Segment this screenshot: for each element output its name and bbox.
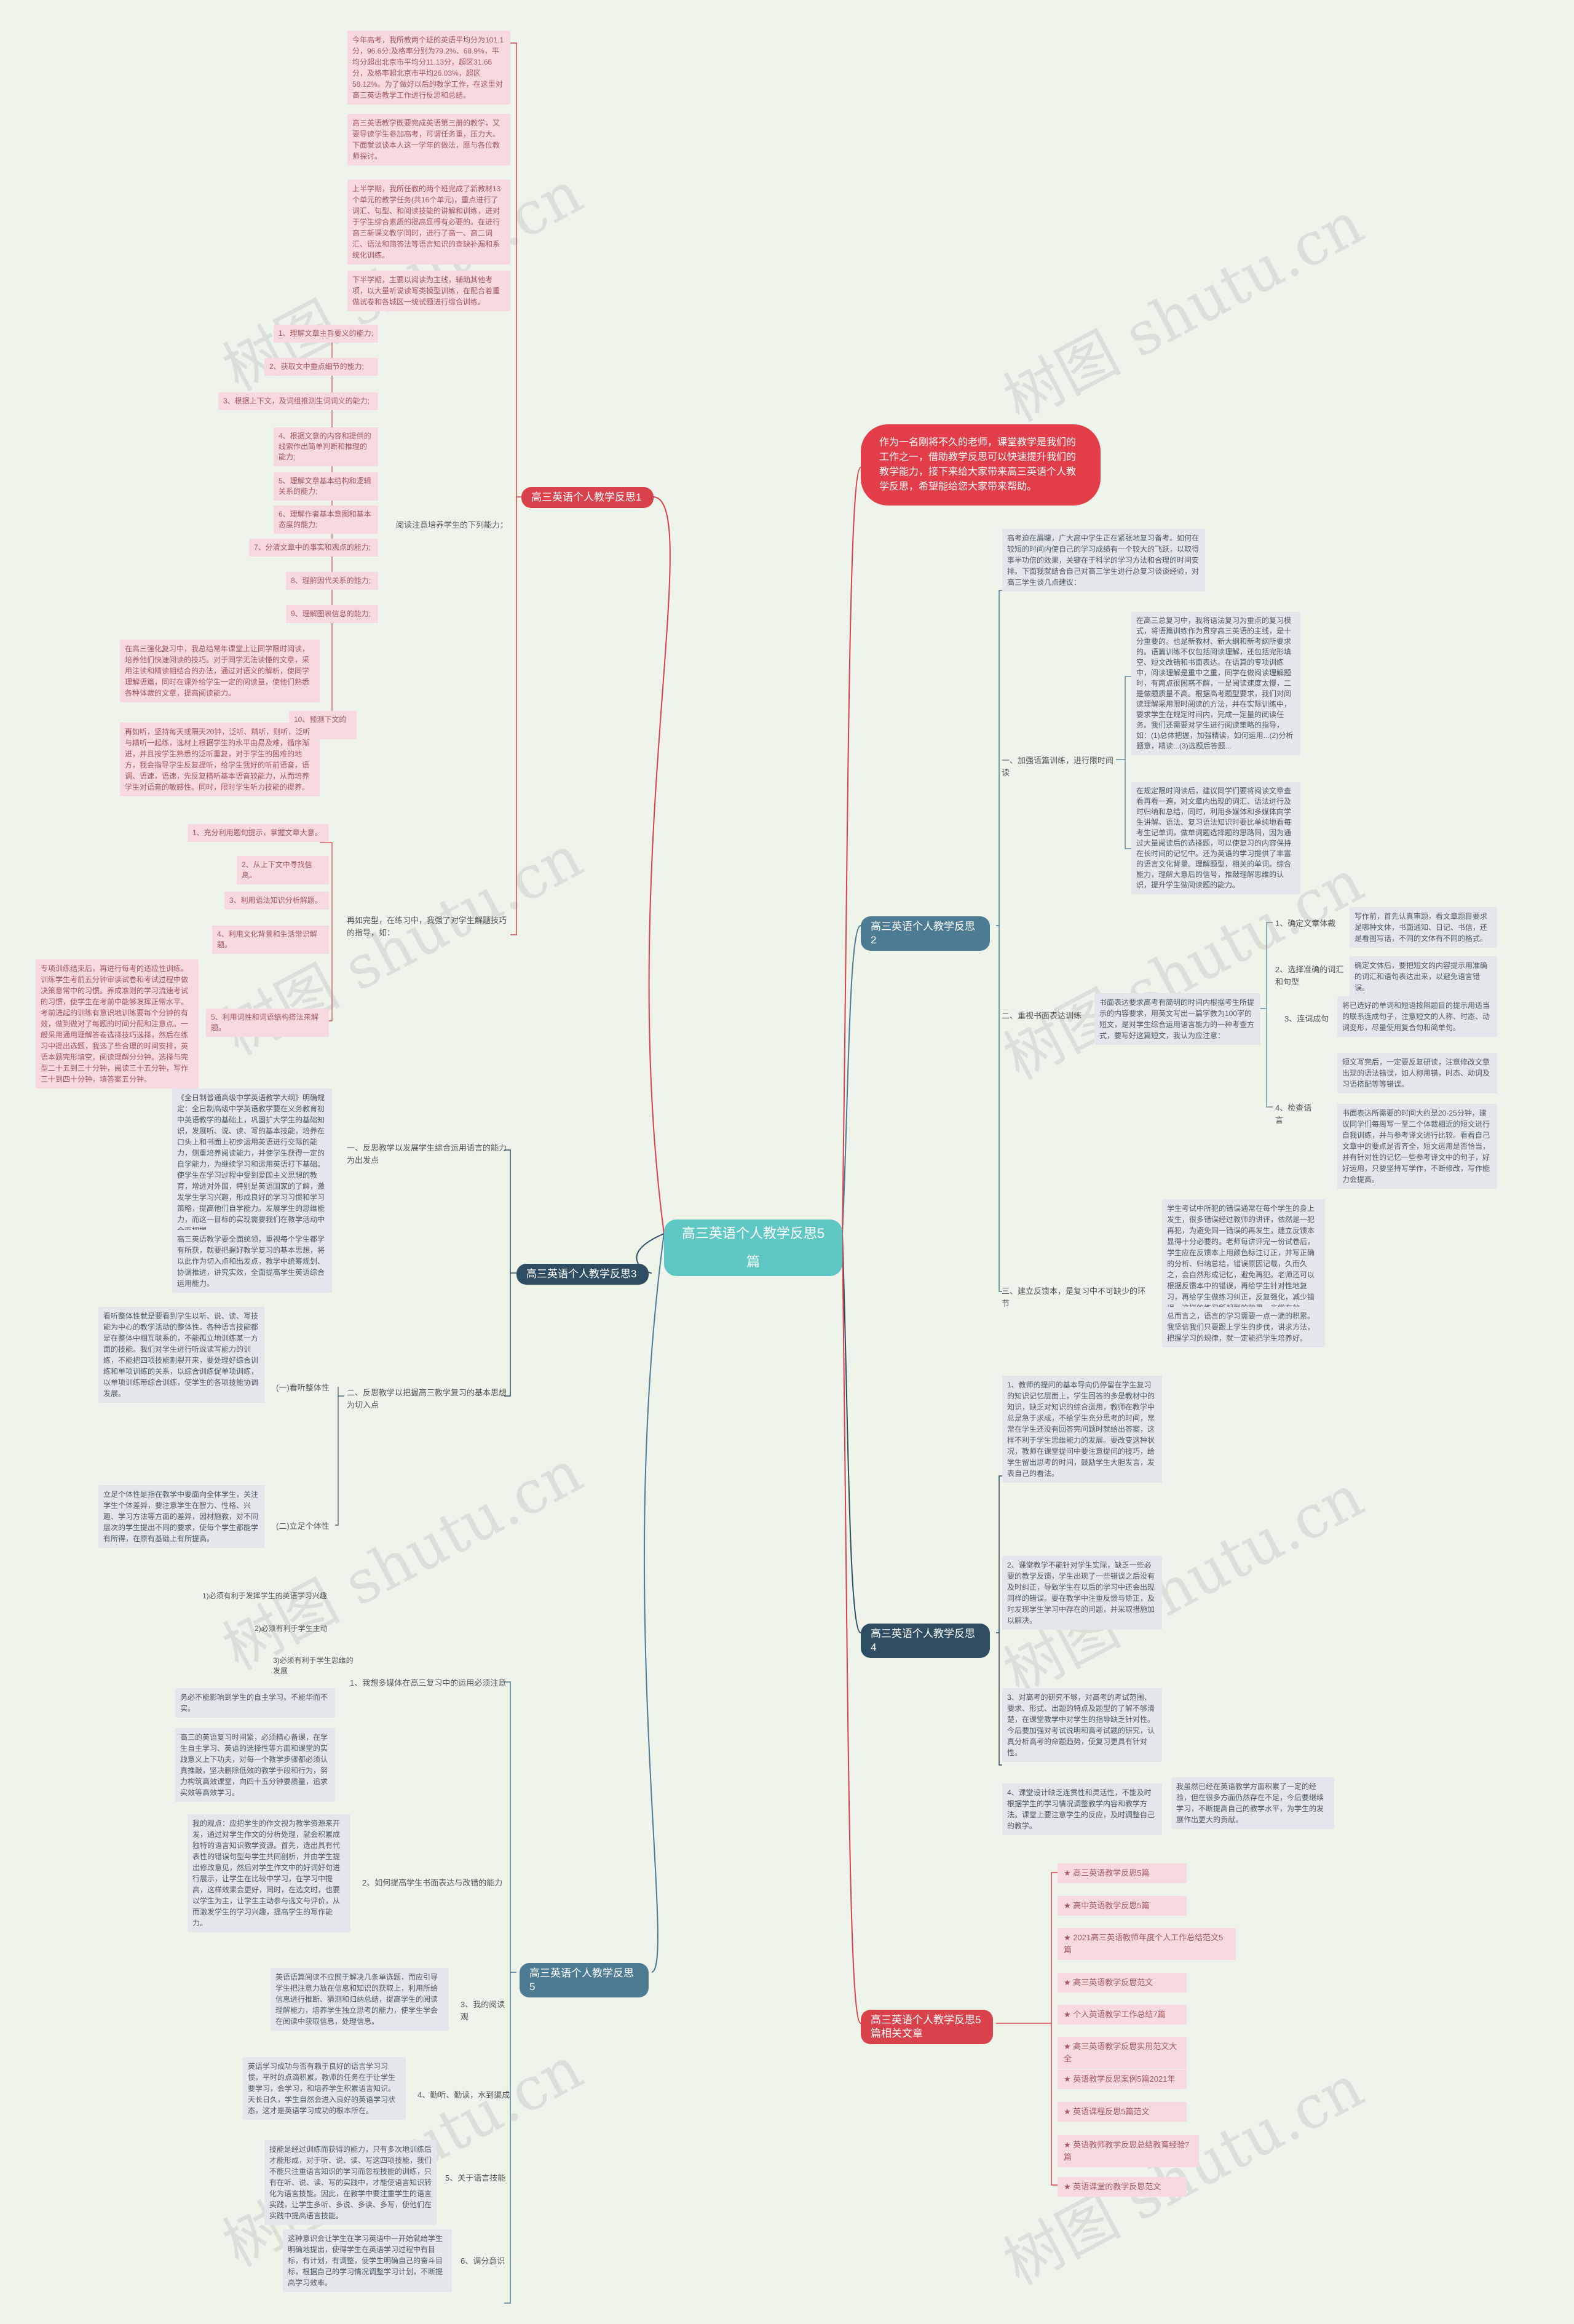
multimedia-rule-item[interactable]: 1)必须有利于发挥学生的英语学习兴趣 bbox=[202, 1592, 327, 1600]
branch5-section-5[interactable]: 5、关于语言技能 bbox=[445, 2173, 506, 2183]
branch4-paragraph: 我虽然已经在英语教学方面积累了一定的经验，但在很多方面仍然存在不足，今后要继续学… bbox=[1171, 1777, 1334, 1829]
reading-ability-item[interactable]: 8、理解因代关系的能力; bbox=[286, 572, 378, 590]
writing-step-item[interactable]: 1、确定文章体裁 bbox=[1275, 919, 1336, 928]
branch5-paragraph: 英语语篇阅读不应囿于解决几条单选题，而应引导学生把注意力放在信息和知识的获取上，… bbox=[271, 1968, 449, 2031]
writing-step-detail: 书面表达所需要的时间大约是20-25分钟，建议同学们每周写一至二个体裁相近的短文… bbox=[1337, 1104, 1497, 1189]
branch-3-title[interactable]: 高三英语个人教学反思3 bbox=[516, 1264, 649, 1285]
cloze-tip-item[interactable]: 4、利用文化背景和生活常识解题。 bbox=[212, 926, 329, 954]
branch-1-title[interactable]: 高三英语个人教学反思1 bbox=[521, 487, 654, 508]
branch5-paragraph: 技能是经过训练而获得的能力，只有多次地训练后才能形成，对于听、说、读、写这四项技… bbox=[264, 2140, 437, 2225]
reading-ability-item[interactable]: 1、理解文章主旨要义的能力; bbox=[274, 325, 378, 343]
branch4-paragraph: 2、课堂教学不能针对学生实际，缺乏一些必要的教学反馈，学生出现了一些错误之后没有… bbox=[1002, 1556, 1162, 1630]
branch-4-title[interactable]: 高三英语个人教学反思4 bbox=[861, 1624, 990, 1658]
related-article-link[interactable]: ★ 英语课程反思5篇范文 bbox=[1058, 2102, 1187, 2122]
writing-step-detail: 将已选好的单词和短语按照题目的提示用适当的联系连成句子，注意短文的人称、时态、动… bbox=[1337, 996, 1497, 1037]
branch2-paragraph: 在规定限时阅读后，建议同学们要将阅读文章查看再看一遍，对文章内出现的词汇、语法进… bbox=[1131, 782, 1300, 894]
branch1-paragraph: 上半学期，我所任教的两个班完成了新教材13个单元的教学任务(共16个单元)，重点… bbox=[347, 180, 510, 264]
branch2-section-2[interactable]: 二、重视书面表达训练 bbox=[1002, 1011, 1082, 1020]
branch4-paragraph: 4、课堂设计缺乏连贯性和灵活性，不能及时根据学生的学习情况调整教学内容和教学方法… bbox=[1002, 1783, 1162, 1835]
center-topic[interactable]: 高三英语个人教学反思5篇 bbox=[664, 1220, 842, 1276]
reading-ability-item[interactable]: 6、理解作者基本意图和基本态度的能力; bbox=[274, 506, 378, 534]
branch2-paragraph: 书面表达要求高考有简明的时间内根据考生所提示的内容要求，用英文写出一篇字数为10… bbox=[1094, 993, 1260, 1045]
cloze-tips-heading[interactable]: 再如完型，在练习中，我强了对学生解题技巧的指导，如： bbox=[347, 916, 507, 937]
branch3-section-2[interactable]: 二、反思教学以把握高三教学复习的基本思想为切入点 bbox=[347, 1388, 507, 1410]
branch1-paragraph: 下半学期，主要以阅读为主线，辅助其他考项，以大量听说读写类模型训练，在配合着重做… bbox=[347, 271, 510, 311]
related-article-link[interactable]: ★ 英语教学反思案例5篇2021年 bbox=[1058, 2069, 1187, 2089]
branch5-section-4[interactable]: 4、勤听、勤读，水到渠成 bbox=[417, 2090, 510, 2100]
branch5-section-3[interactable]: 3、我的阅读观 bbox=[461, 2000, 505, 2021]
related-article-link[interactable]: ★ 高三英语教学反思范文 bbox=[1058, 1973, 1187, 1993]
branch3-paragraph: 《全日制普通高级中学英语教学大纲》明确规定：全日制高级中学英语教学要在义务教育初… bbox=[172, 1089, 332, 1240]
multimedia-rule-item[interactable]: 2)必须有利于学生主动 bbox=[255, 1624, 328, 1633]
branch-2-title[interactable]: 高三英语个人教学反思2 bbox=[861, 916, 990, 951]
writing-step-detail: 写作前，首先认真审题，看文章题目要求是哪种文体，书面通知、日记、书信，还是看图写… bbox=[1350, 907, 1497, 948]
related-article-link[interactable]: ★ 高三英语教学反思5篇 bbox=[1058, 1863, 1187, 1883]
branch1-paragraph: 今年高考，我所教两个班的英语平均分为101.1分，96.6分;及格率分别为79.… bbox=[347, 31, 510, 105]
branch1-paragraph: 再如听，坚持每天或隔天20钟，泛听、精听，则听，泛听与精听一起练，选材上根据学生… bbox=[120, 723, 320, 796]
branch5-paragraph: 我的观点：应把学生的作文视为教学资源来开发，通过对学生作文的分析处理，就会积累成… bbox=[188, 1814, 350, 1932]
branch5-section-6[interactable]: 6、调分意识 bbox=[461, 2256, 505, 2266]
related-article-link[interactable]: ★ 英语教师教学反思总结教育经验7篇 bbox=[1058, 2135, 1199, 2167]
branch2-paragraph: 总而言之，语言的学习需要一点一滴的积累。我坚信我们只要跟上学生的步伐，讲求方法，… bbox=[1162, 1307, 1325, 1347]
branch1-paragraph: 专项训练结束后，再进行每考的适应性训练。训练学生考前五分钟审读试卷和考试过程中做… bbox=[36, 959, 199, 1089]
multimedia-rule-item[interactable]: 3)必须有利于学生思维的发展 bbox=[273, 1656, 354, 1675]
related-article-link[interactable]: ★ 高中英语教学反思5篇 bbox=[1058, 1896, 1187, 1916]
branch5-section-1[interactable]: 1、我想多媒体在高三复习中的运用必须注意 bbox=[350, 1678, 507, 1687]
branch3-paragraph: 看听整体性就是要看到学生以听、说、读、写技能为中心的教学活动的整体性。各种语言技… bbox=[98, 1307, 264, 1403]
branch3-sub-2[interactable]: (二)立足个体性 bbox=[276, 1521, 330, 1531]
branch3-sub-1[interactable]: (一)看听整体性 bbox=[276, 1383, 330, 1392]
reading-ability-item[interactable]: 9、理解图表信息的能力; bbox=[286, 605, 378, 623]
cloze-tip-item[interactable]: 3、利用语法知识分析解题。 bbox=[224, 892, 329, 910]
writing-step-detail: 确定文体后，要把短文的内容提示用准确的词汇和语句表达出来，以避免语言错误。 bbox=[1350, 956, 1497, 997]
intro-bubble[interactable]: 作为一名刚将不久的老师，课堂教学是我们的工作之一，借助教学反思可以快速提升我们的… bbox=[861, 424, 1101, 506]
related-article-link[interactable]: ★ 高三英语教学反思实用范文大全 bbox=[1058, 2037, 1187, 2069]
related-article-link[interactable]: ★ 个人英语教学工作总结7篇 bbox=[1058, 2005, 1187, 2025]
related-articles-title[interactable]: 高三英语个人教学反思5篇相关文章 bbox=[861, 2010, 993, 2044]
branch2-paragraph: 学生考试中所犯的错误通常在每个学生的身上发生，很多错误经过教师的讲评，依然是一犯… bbox=[1162, 1199, 1325, 1317]
branch2-paragraph: 在高三总复习中，我将语法复习为重点的复习模式，将语篇训练作为贯穿高三英语的主线，… bbox=[1131, 612, 1300, 755]
branch3-paragraph: 立足个体性是指在教学中要面向全体学生，关注学生个体差异，要注意学生在智力、性格、… bbox=[98, 1485, 264, 1548]
branch2-section-1[interactable]: 一、加强语篇训练，进行限时阅读 bbox=[1002, 756, 1114, 777]
branch4-paragraph: 1、教师的提问的基本导向仍停留在学生复习的知识记忆层面上，学生回答的多是教材中的… bbox=[1002, 1376, 1162, 1483]
branch-5-title[interactable]: 高三英语个人教学反思5 bbox=[520, 1963, 649, 1997]
branch5-section-2[interactable]: 2、如何提高学生书面表达与改错的能力 bbox=[362, 1878, 503, 1887]
branch3-section-1[interactable]: 一、反思教学以发展学生综合运用语言的能力为出发点 bbox=[347, 1143, 507, 1165]
branch4-paragraph: 3、对高考的研究不够，对高考的考试范围、要求、形式、出题的特点及题型的了解不够清… bbox=[1002, 1688, 1162, 1762]
cloze-tip-item[interactable]: 2、从上下文中寻找信息。 bbox=[237, 856, 329, 884]
branch3-paragraph: 高三英语教学要全面统领，重视每个学生都学有所获，就要把握好教学复习的基本思想，将… bbox=[172, 1230, 332, 1293]
writing-step-item[interactable]: 3、连词成句 bbox=[1284, 1014, 1329, 1023]
writing-step-detail: 短文写完后，一定要反复研读，注意修改文章出现的语法错误，如人称用错，时态、动词及… bbox=[1337, 1053, 1497, 1093]
reading-ability-item[interactable]: 4、根据文意的内容和提供的线索作出简单判断和推理的能力; bbox=[274, 427, 378, 466]
related-article-link[interactable]: ★ 英语课堂的教学反思范文 bbox=[1058, 2177, 1187, 2197]
branch1-paragraph: 在高三强化复习中，我总结常年课堂上让同学限时阅读，培养他们快速阅读的技巧。对于同… bbox=[120, 640, 320, 702]
reading-ability-item[interactable]: 7、分清文章中的事实和观点的能力; bbox=[249, 539, 378, 557]
related-article-link[interactable]: ★ 2021高三英语教师年度个人工作总结范文5篇 bbox=[1058, 1928, 1236, 1960]
branch5-paragraph: 这种意识会让学生在学习英语中一开始就给学生明确地提出，使得学生在英语学习过程中有… bbox=[283, 2229, 452, 2292]
writing-step-item[interactable]: 4、检查语言 bbox=[1275, 1103, 1312, 1125]
reading-ability-item[interactable]: 3、根据上下文，及词组推测生词词义的能力; bbox=[218, 392, 378, 410]
reading-ability-item[interactable]: 5、理解文章基本结构和逻辑关系的能力; bbox=[274, 472, 378, 501]
reading-ability-item[interactable]: 2、获取文中重点细节的能力; bbox=[264, 358, 378, 376]
cloze-tip-item[interactable]: 1、充分利用题旬提示，掌握文章大意。 bbox=[188, 824, 329, 842]
branch2-section-3[interactable]: 三、建立反馈本，是复习中不可缺少的环节 bbox=[1002, 1287, 1146, 1308]
branch1-paragraph: 高三英语教学既要完成英语第三册的教学，又要导读学生参加高考，可谓任务重，压力大。… bbox=[347, 114, 510, 165]
reading-abilities-heading[interactable]: 阅读注意培养学生的下列能力： bbox=[396, 520, 508, 529]
branch2-intro: 高考迫在眉睫，广大高中学生正在紧张地复习备考。如何在较短的时间内使自己的学习成绩… bbox=[1002, 529, 1205, 592]
cloze-tip-item[interactable]: 5、利用词性和词语结构搭法来解题。 bbox=[206, 1009, 329, 1037]
writing-step-item[interactable]: 2、选择准确的词汇和句型 bbox=[1275, 965, 1344, 986]
branch5-paragraph: 高三的英语复习时间紧，必须精心备课，在学生自主学习、英语的选择性等方面和课堂的实… bbox=[175, 1728, 335, 1802]
branch5-paragraph: 英语学习成功与否有赖于良好的语言学习习惯，平时的点滴积累，教师的任务在于让学生要… bbox=[243, 2057, 406, 2120]
branch5-paragraph: 务必不能影响到学生的自主学习。不能华而不实。 bbox=[175, 1688, 335, 1718]
